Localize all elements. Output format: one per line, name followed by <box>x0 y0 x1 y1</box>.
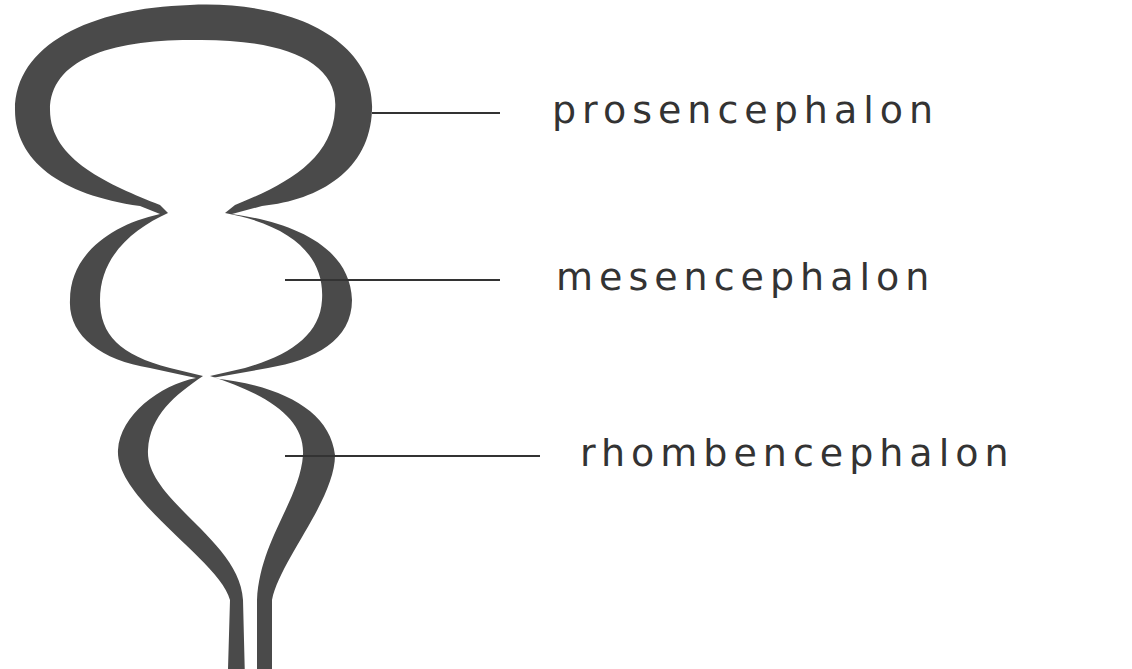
tube-cavity <box>50 40 335 669</box>
leader-line <box>372 112 500 114</box>
leader-line <box>285 279 500 281</box>
part-label: rhombencephalon <box>580 434 1015 472</box>
part-label: mesencephalon <box>556 258 935 296</box>
part-label: prosencephalon <box>552 91 939 129</box>
leader-line <box>285 455 540 457</box>
